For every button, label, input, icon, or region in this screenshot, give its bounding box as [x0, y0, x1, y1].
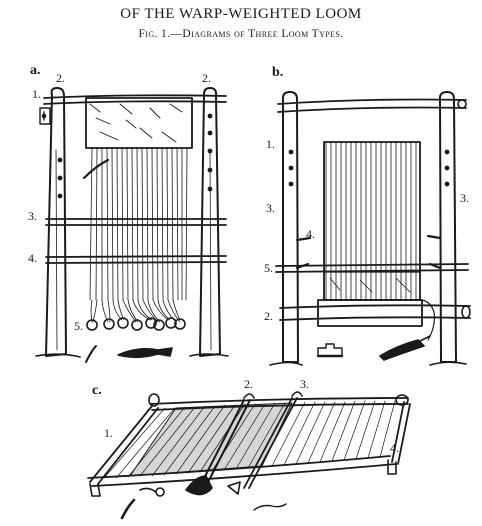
loom-a-callout-5: 5.	[74, 319, 83, 333]
figure-title: OF THE WARP-WEIGHTED LOOM	[120, 6, 362, 22]
loom-a-shed-rod	[45, 218, 227, 226]
loom-c-callout-2: 2.	[244, 377, 253, 391]
loom-b	[269, 91, 471, 366]
loom-b-block	[317, 343, 343, 357]
loom-a-warp	[89, 147, 188, 301]
loom-b-right-upright	[439, 91, 457, 363]
loom-a-callout-4: 4.	[28, 251, 37, 265]
loom-a-heddle-bar	[45, 255, 227, 264]
panel-b-label: b.	[272, 65, 283, 80]
loom-a-callout-1: 1.	[32, 87, 41, 101]
loom-c-cloth	[129, 402, 293, 477]
loom-a-cloth	[85, 97, 193, 149]
panel-c-label: c.	[92, 383, 102, 398]
loom-c-left-rail	[89, 405, 159, 485]
figure-subtitle: Fig. 1.—Diagrams of Three Loom Types.	[138, 28, 344, 40]
panel-a-label: a.	[30, 63, 41, 78]
loom-a-weights	[86, 317, 186, 331]
loom-b-callout-4: 4.	[306, 227, 315, 241]
loom-c-back-beam	[149, 397, 409, 411]
loom-b-spindle	[379, 339, 425, 361]
loom-c-callout-3: 3.	[300, 377, 309, 391]
loom-a-shuttle	[117, 347, 173, 359]
loom-a-top-beam	[43, 94, 227, 105]
loom-c	[87, 391, 411, 520]
loom-c-front-beam	[87, 455, 397, 487]
loom-a	[35, 87, 229, 363]
loom-a-callout-3: 3.	[28, 209, 37, 223]
loom-c-callout-4: 4.	[390, 441, 399, 455]
loom-c-callout-1: 1.	[104, 426, 113, 440]
loom-b-callout-1: 1.	[266, 137, 275, 151]
loom-c-thread	[253, 503, 287, 511]
loom-c-shed-rod-2	[243, 397, 298, 489]
loom-b-callout-5: 5.	[264, 261, 273, 275]
loom-a-left-upright	[45, 87, 67, 357]
loom-a-callout-2-right: 2.	[202, 71, 211, 85]
loom-b-callout-3-right: 3.	[460, 191, 469, 205]
loom-b-callout-2: 2.	[264, 309, 273, 323]
loom-b-cloth-beam	[279, 304, 471, 321]
loom-b-callout-3-left: 3.	[266, 201, 275, 215]
loom-a-callout-2-left: 2.	[56, 71, 65, 85]
loom-b-top-beam	[277, 98, 467, 113]
loom-b-warp	[325, 141, 417, 301]
loom-b-left-upright	[282, 91, 299, 363]
loom-c-right-rail	[391, 401, 411, 465]
loom-b-heddle-rod	[275, 263, 469, 273]
